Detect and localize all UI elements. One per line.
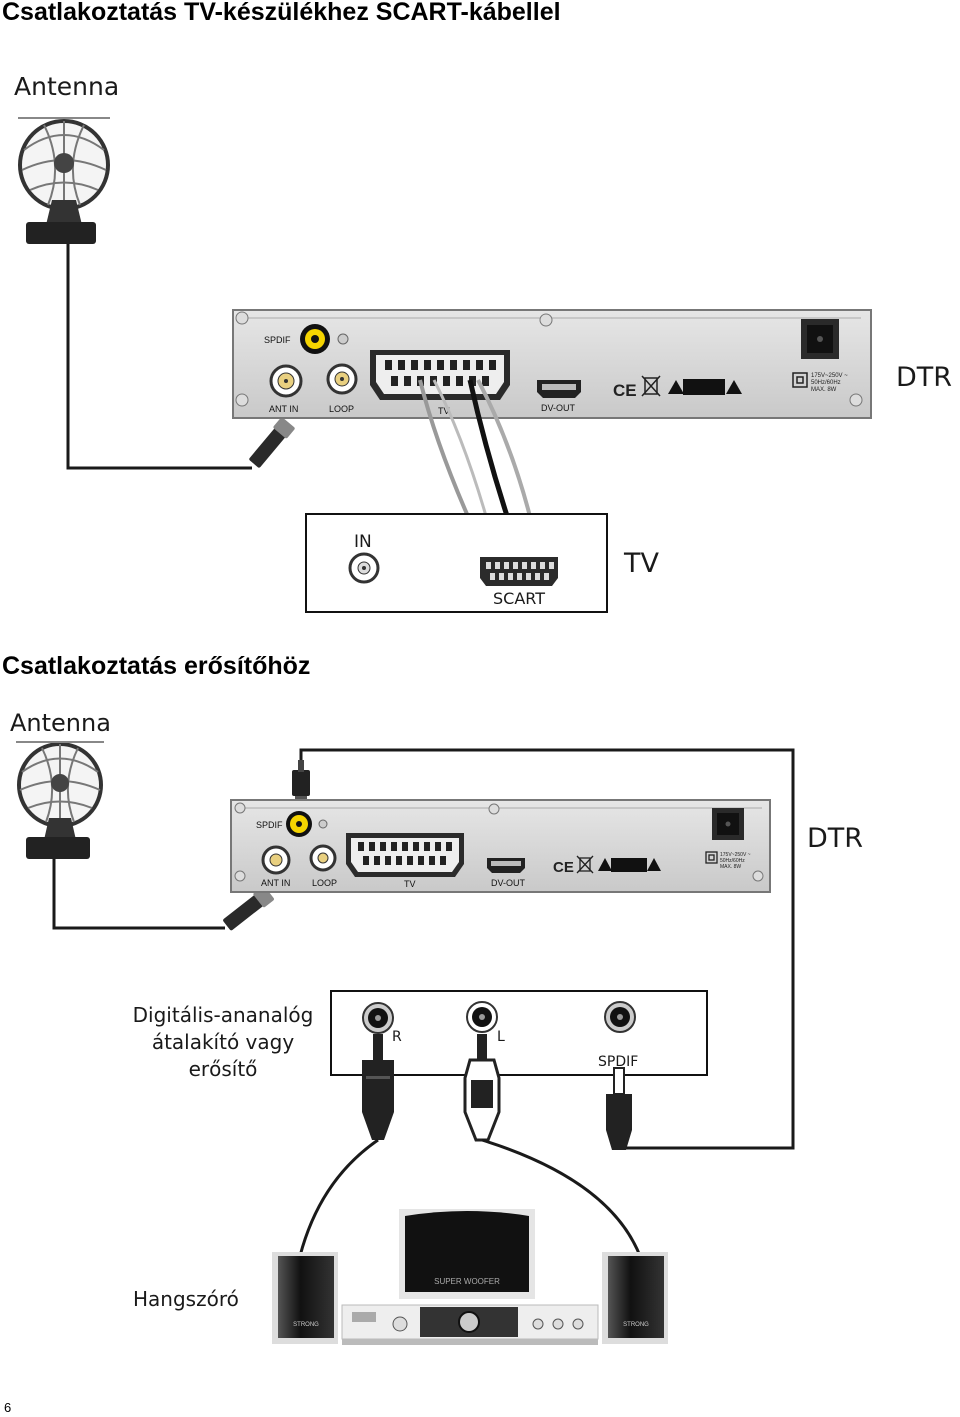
class2-icon	[705, 851, 718, 864]
ant-in-port-label-2: ANT IN	[261, 878, 290, 888]
loop-port-label: LOOP	[329, 404, 354, 414]
diagram-amplifier: Antenna SPDIF	[10, 709, 863, 1345]
heading-amplifier: Csatlakoztatás erősítőhöz	[2, 652, 311, 680]
rca-jack-spdif-icon	[604, 1001, 636, 1033]
weee-icon	[576, 855, 594, 874]
diagram-scart: Antenna SPDIF	[14, 72, 952, 613]
power-socket-icon	[712, 808, 744, 840]
spdif-port-label: SPDIF	[264, 335, 291, 345]
speaker-left-brand: STRONG	[293, 1322, 319, 1328]
page-number: 6	[4, 1400, 12, 1415]
power-freq: 50Hz/60Hz	[811, 380, 841, 386]
rca-jack-l-icon	[466, 1001, 498, 1033]
spdif-port-label-2: SPDIF	[256, 820, 283, 830]
dtr-rear-panel: SPDIF ANT IN LOOP	[232, 309, 872, 419]
tv-port-label-2: TV	[404, 879, 416, 889]
subwoofer-icon: SUPER WOOFER	[399, 1209, 535, 1299]
tv-scart-socket-icon	[480, 557, 558, 586]
hdmi-port-icon	[487, 858, 525, 873]
spdif-plug-2-icon	[606, 1067, 632, 1150]
hdmi-port-icon	[537, 380, 581, 398]
dtr-rear-panel-2: SPDIF ANT IN LOOP	[230, 799, 771, 893]
power-spec: 175V~250V ~	[811, 373, 848, 379]
class2-icon	[792, 372, 808, 388]
dv-out-port-label: DV-OUT	[541, 403, 576, 413]
warning-icon	[726, 380, 742, 394]
scart-socket-icon	[346, 833, 464, 877]
power-spec-2: 175V~250V ~	[720, 852, 751, 858]
scart-socket-icon	[370, 350, 510, 400]
speaker-right-brand: STRONG	[623, 1322, 649, 1328]
warning-icon	[598, 858, 612, 871]
tv-in-label: IN	[354, 532, 372, 552]
power-freq-2: 50Hz/60Hz	[720, 858, 745, 864]
subwoofer-brand: SUPER WOOFER	[434, 1277, 500, 1286]
port-r-label: R	[392, 1029, 402, 1045]
rating-plate-icon	[683, 379, 725, 395]
heading-scart: Csatlakoztatás TV-készülékhez SCART-kábe…	[2, 0, 561, 26]
tv-panel: IN SCART	[305, 513, 608, 613]
warning-icon	[647, 858, 661, 871]
ant-in-port-label: ANT IN	[269, 404, 298, 414]
port-l-label: L	[497, 1029, 505, 1045]
speaker-label: Hangszóró	[133, 1287, 239, 1311]
power-max-2: MAX. 8W	[720, 864, 741, 870]
converter-label-line1: Digitális-ananalóg	[133, 1003, 314, 1027]
amplifier-unit-icon	[341, 1304, 599, 1345]
power-socket-icon	[801, 319, 839, 359]
rca-jack-r-icon	[362, 1002, 394, 1034]
loop-port-label-2: LOOP	[312, 878, 337, 888]
warning-icon	[668, 380, 684, 394]
tv-scart-label: SCART	[493, 589, 545, 608]
antenna-label: Antenna	[14, 72, 119, 101]
speaker-right-icon: STRONG	[602, 1252, 668, 1344]
ce-mark-icon: CE	[553, 859, 574, 876]
coax-plug-icon	[249, 417, 295, 468]
port-spdif-label: SPDIF	[598, 1054, 638, 1070]
tv-label: TV	[623, 548, 659, 579]
dtr-label: DTR	[896, 362, 952, 393]
antenna-label-2: Antenna	[10, 709, 111, 737]
antenna-icon	[16, 741, 104, 859]
dtr-label-2: DTR	[807, 823, 863, 854]
converter-label-line3: erősítő	[189, 1057, 258, 1081]
antenna-icon	[18, 117, 110, 244]
rca-plug-r-icon	[362, 1034, 394, 1140]
converter-label-line2: átalakító vagy	[152, 1030, 295, 1054]
weee-icon	[641, 375, 661, 397]
rca-plug-l-icon	[463, 1034, 501, 1142]
ce-mark-icon: CE	[613, 381, 637, 400]
power-max: MAX. 8W	[811, 387, 837, 393]
rating-plate-icon	[611, 858, 647, 872]
tv-port-label: TV	[438, 406, 450, 416]
dv-out-port-label-2: DV-OUT	[491, 878, 526, 888]
speaker-left-icon: STRONG	[272, 1252, 338, 1344]
